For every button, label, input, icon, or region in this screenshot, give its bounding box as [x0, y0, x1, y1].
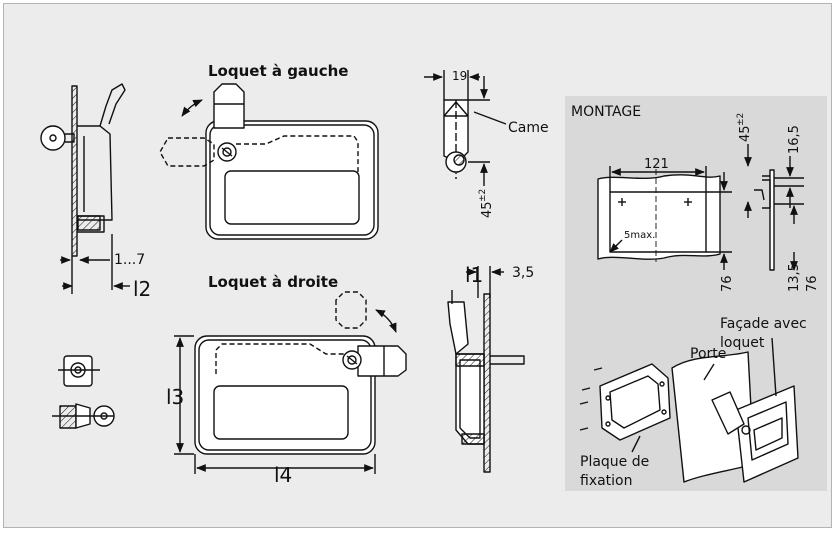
- right-latch-front-view: [174, 291, 407, 474]
- svg-text:16,5: 16,5: [787, 125, 802, 154]
- drawing-sheet: Loquet à gauche Loquet à droite MONTAGE …: [3, 3, 832, 528]
- dim-121: 121: [644, 157, 669, 172]
- dim-76-cutout: 76: [720, 275, 735, 292]
- montage-cutout: [597, 166, 732, 270]
- left-latch-front-view: [159, 83, 379, 240]
- montage-section: [744, 144, 804, 271]
- side-view-left: [40, 83, 130, 294]
- montage-title: MONTAGE: [571, 104, 641, 120]
- dim-13-5: 13,5: [787, 263, 802, 292]
- dim-16-5: 16,5: [787, 125, 802, 154]
- technical-drawing: Loquet à gauche Loquet à droite MONTAGE …: [40, 62, 820, 489]
- max-note: 5max.: [624, 230, 655, 241]
- dim-76-section: 76: [805, 275, 820, 292]
- dim-19: 19: [452, 69, 467, 83]
- dim-45-cam: 45 ±2: [478, 189, 495, 218]
- svg-text:±2: ±2: [478, 189, 488, 202]
- side-section-right: [447, 266, 525, 473]
- dim-l4: l4: [274, 463, 292, 487]
- svg-text:76: 76: [805, 275, 820, 292]
- front-latch-label-2: loquet: [720, 335, 765, 351]
- svg-text:13,5: 13,5: [787, 263, 802, 292]
- svg-text:76: 76: [720, 275, 735, 292]
- dim-45-montage: 45 ±2: [736, 113, 753, 142]
- svg-text:45: 45: [738, 125, 753, 142]
- dim-3-5: 3,5: [512, 265, 534, 281]
- right-latch-title: Loquet à droite: [208, 273, 338, 291]
- left-latch-title: Loquet à gauche: [208, 62, 348, 80]
- fixing-plate-label-1: Plaque de: [580, 454, 649, 470]
- door-label: Porte: [690, 346, 726, 362]
- fixing-plate-label-2: fixation: [580, 473, 633, 489]
- dim-l1: l1: [465, 263, 483, 287]
- dim-l2: l2: [133, 277, 151, 301]
- front-latch-label-1: Façade avec: [720, 316, 807, 332]
- svg-text:45: 45: [480, 201, 495, 218]
- dim-l3: l3: [166, 385, 184, 409]
- cam-view: [424, 70, 507, 186]
- exploded-assembly: [579, 337, 799, 483]
- detail-views-small: [52, 355, 115, 429]
- cam-label: Came: [508, 120, 549, 136]
- dim-range-1-7: 1...7: [114, 252, 145, 268]
- svg-text:±2: ±2: [736, 113, 746, 126]
- key-icon: [40, 125, 75, 151]
